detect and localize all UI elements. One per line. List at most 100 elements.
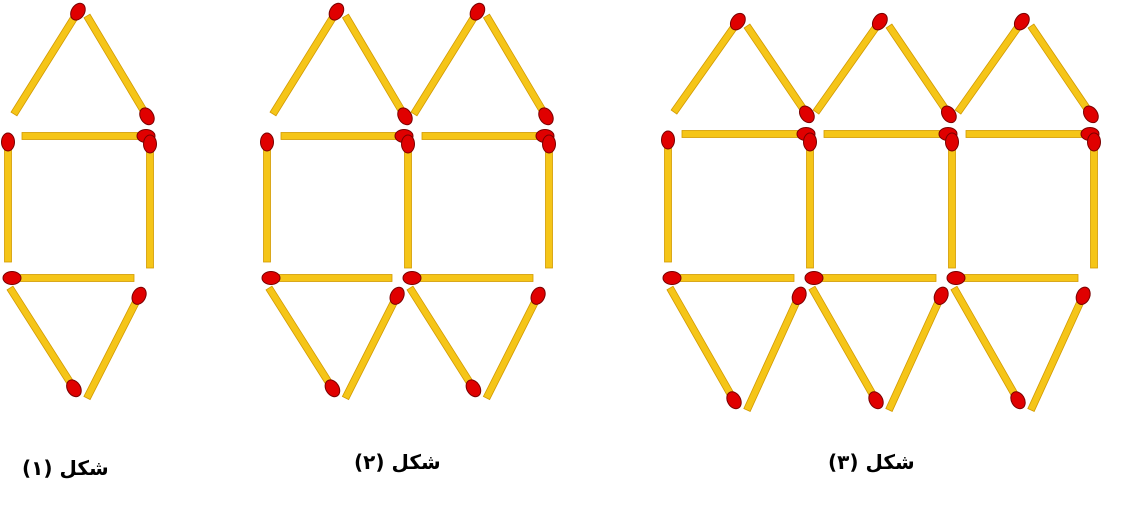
matchstick-1-7-head bbox=[131, 286, 147, 305]
matchstick-3-22-head bbox=[661, 130, 675, 150]
matchstick-3-16-stick bbox=[1027, 23, 1093, 114]
matchstick-1-4-stick bbox=[146, 147, 154, 269]
figure-1 bbox=[1, 2, 157, 401]
matchstick-2-3-stick bbox=[280, 132, 401, 140]
matchstick-2-12 bbox=[402, 271, 534, 285]
matchstick-1-1 bbox=[10, 2, 86, 117]
matchstick-2-5 bbox=[261, 271, 393, 285]
matchstick-3-7-stick bbox=[743, 297, 802, 412]
matchstick-2-1-stick bbox=[269, 12, 338, 117]
matchstick-3-12-head bbox=[804, 271, 824, 285]
figure-2 bbox=[260, 2, 556, 401]
matchstick-3-5 bbox=[662, 271, 795, 285]
matchstick-2-4-head bbox=[401, 134, 415, 154]
figure-3-caption: شكل (٣) bbox=[828, 450, 915, 474]
matchstick-3-6-head bbox=[726, 391, 742, 410]
matchstick-2-1-head bbox=[328, 2, 345, 21]
matchstick-3-10-stick bbox=[823, 130, 945, 138]
matchstick-3-16 bbox=[1027, 23, 1099, 124]
matchstick-1-5 bbox=[2, 271, 135, 285]
matchstick-3-5-stick bbox=[675, 274, 795, 282]
figure-1-caption: شكل (١) bbox=[22, 456, 109, 480]
matchstick-1-2 bbox=[83, 13, 155, 126]
matchstick-3-8-stick bbox=[812, 22, 881, 115]
matchstick-3-11-head bbox=[945, 132, 959, 152]
matchstick-1-7 bbox=[83, 286, 147, 401]
matchstick-1-7-stick bbox=[83, 297, 141, 401]
matchstick-3-13-head bbox=[868, 391, 884, 410]
matchstick-2-14-head bbox=[530, 286, 546, 305]
matchstick-1-1-stick bbox=[10, 12, 80, 117]
matchstick-2-2-head bbox=[397, 107, 413, 126]
matchstick-3-2 bbox=[743, 23, 815, 124]
matchstick-2-1 bbox=[269, 2, 345, 117]
matchstick-3-8-head bbox=[871, 12, 888, 31]
matchstick-3-1-stick bbox=[670, 22, 739, 115]
matchstick-2-9-stick bbox=[482, 13, 548, 116]
matchstick-1-6 bbox=[6, 285, 82, 398]
matchstick-2-11-head bbox=[542, 134, 556, 154]
matchstick-2-13 bbox=[406, 285, 482, 398]
matchstick-2-2 bbox=[341, 13, 413, 126]
matchstick-3-21 bbox=[1027, 286, 1091, 412]
matchstick-3-11-stick bbox=[948, 145, 956, 269]
matchstick-3-2-head bbox=[798, 105, 815, 124]
matchstick-3-18-head bbox=[1087, 132, 1101, 152]
matchstick-1-8-head bbox=[1, 132, 15, 152]
matchstick-3-15-head bbox=[1013, 12, 1030, 31]
matchstick-3-4 bbox=[803, 132, 817, 269]
matchstick-3-18 bbox=[1087, 132, 1101, 269]
matchstick-2-8 bbox=[410, 2, 486, 117]
matchstick-1-3-stick bbox=[21, 132, 143, 140]
matchstick-2-2-stick bbox=[341, 13, 407, 116]
matchstick-3-6-stick bbox=[666, 285, 736, 400]
matchstick-3-7 bbox=[743, 286, 807, 412]
matchstick-1-6-head bbox=[66, 379, 82, 398]
matchstick-3-19 bbox=[946, 271, 1079, 285]
matchstick-2-5-head bbox=[261, 271, 281, 285]
matchstick-3-22-stick bbox=[664, 143, 672, 263]
matchstick-2-15-head bbox=[260, 132, 274, 152]
matchstick-3-3 bbox=[681, 127, 816, 141]
matchstick-2-6 bbox=[265, 285, 341, 398]
matchstick-3-21-stick bbox=[1027, 297, 1086, 412]
matchstick-3-20-head bbox=[1010, 391, 1026, 410]
matchstick-3-17-stick bbox=[965, 130, 1087, 138]
matchstick-3-15 bbox=[954, 12, 1030, 115]
matchstick-3-9-stick bbox=[885, 23, 951, 114]
matchstick-1-4 bbox=[143, 134, 157, 269]
matchstick-3-13 bbox=[808, 285, 884, 410]
matchstick-2-4 bbox=[401, 134, 415, 269]
matchstick-3-16-head bbox=[1082, 105, 1099, 124]
matchstick-3-14 bbox=[885, 286, 949, 412]
matchstick-3-18-stick bbox=[1090, 145, 1098, 269]
figure-3 bbox=[661, 12, 1101, 412]
matchstick-3-7-head bbox=[791, 286, 807, 305]
matchstick-2-13-head bbox=[465, 379, 482, 398]
matchstick-2-7-stick bbox=[341, 297, 399, 401]
matchstick-2-11-stick bbox=[545, 147, 553, 269]
matchstick-3-13-stick bbox=[808, 285, 878, 400]
matchstick-3-11 bbox=[945, 132, 959, 269]
matchstick-3-8 bbox=[812, 12, 888, 115]
matchstick-2-3 bbox=[280, 129, 414, 143]
matchstick-3-3-stick bbox=[681, 130, 803, 138]
matchstick-2-10 bbox=[421, 129, 555, 143]
matchstick-2-15-stick bbox=[263, 145, 271, 263]
matchstick-3-21-head bbox=[1075, 286, 1091, 305]
matchstick-2-8-head bbox=[469, 2, 486, 21]
matchstick-2-6-head bbox=[324, 379, 341, 398]
matchstick-1-8 bbox=[1, 132, 15, 263]
matchstick-3-1-head bbox=[729, 12, 746, 31]
matchstick-1-4-head bbox=[143, 134, 157, 154]
matchstick-3-1 bbox=[670, 12, 746, 115]
matchstick-3-14-stick bbox=[885, 297, 944, 412]
matchstick-2-10-stick bbox=[421, 132, 542, 140]
matchstick-2-9-head bbox=[538, 107, 554, 126]
matchstick-3-22 bbox=[661, 130, 675, 263]
matchstick-3-9-head bbox=[940, 105, 957, 124]
matchstick-2-7 bbox=[341, 286, 405, 401]
matchstick-3-4-stick bbox=[806, 145, 814, 269]
matchstick-3-12-stick bbox=[817, 274, 937, 282]
